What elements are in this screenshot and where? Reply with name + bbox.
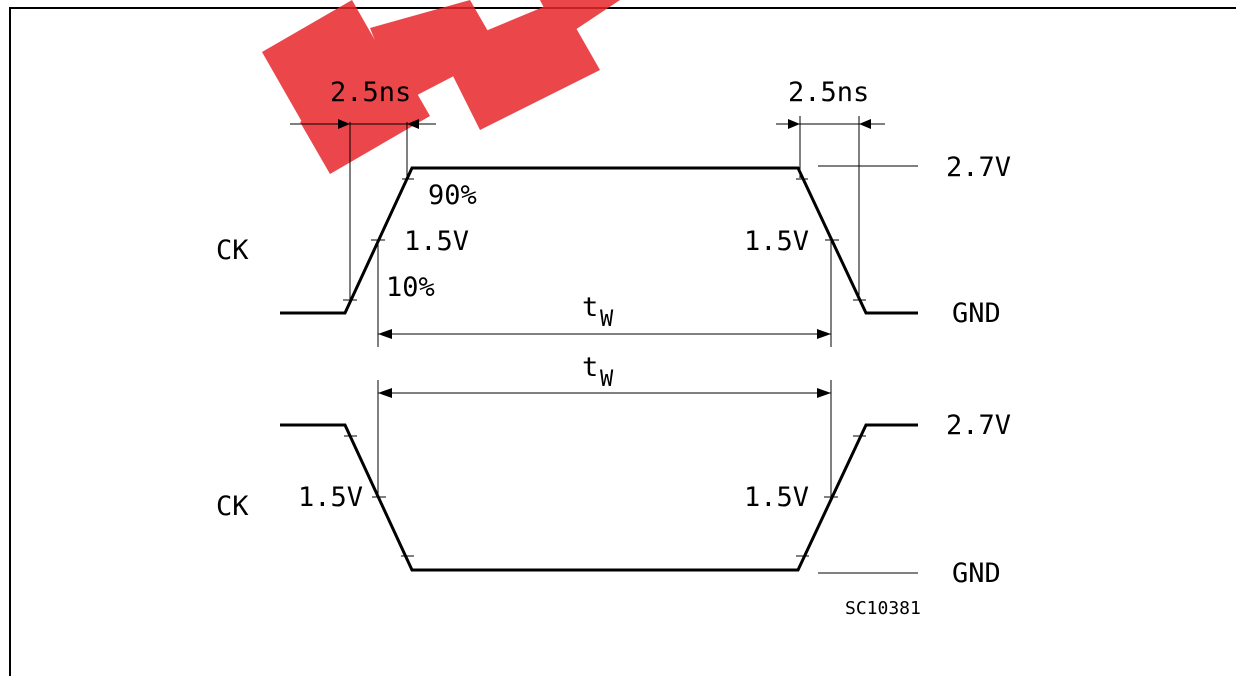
tw-arrow-left-top bbox=[378, 329, 392, 339]
bottom-low-level-label: GND bbox=[952, 558, 1001, 589]
tw-arrow-right-bottom bbox=[817, 388, 831, 398]
figure-code: SC10381 bbox=[845, 598, 921, 619]
top-threshold-right-label: 1.5V bbox=[744, 226, 809, 257]
top-ck-label: CK bbox=[216, 235, 249, 266]
top-threshold-left-label: 1.5V bbox=[404, 226, 469, 257]
bottom-tw-subscript: W bbox=[600, 367, 614, 392]
bottom-waveform: CK 2.7V GND 1.5V 1.5V t W bbox=[216, 352, 1011, 589]
pct-90-label: 90% bbox=[428, 180, 477, 211]
bottom-tw-label: t bbox=[582, 352, 598, 383]
rise-arrow-left bbox=[338, 119, 350, 129]
top-ck-trace bbox=[280, 166, 918, 315]
bottom-ck-label: CK bbox=[216, 491, 249, 522]
bottom-threshold-right-label: 1.5V bbox=[744, 482, 809, 513]
rise-arrow-right bbox=[407, 119, 419, 129]
pct-10-label: 10% bbox=[386, 272, 435, 303]
bottom-high-level-label: 2.7V bbox=[946, 410, 1011, 441]
diagram-frame bbox=[9, 7, 1236, 676]
tw-arrow-right-top bbox=[817, 329, 831, 339]
fall-arrow-right bbox=[859, 119, 871, 129]
top-tw-subscript: W bbox=[600, 307, 614, 332]
bottom-threshold-left-label: 1.5V bbox=[298, 482, 363, 513]
top-high-level-label: 2.7V bbox=[946, 152, 1011, 183]
bottom-ck-trace bbox=[280, 423, 918, 572]
rise-time-label: 2.5ns bbox=[330, 77, 411, 108]
tw-arrow-left-bottom bbox=[378, 388, 392, 398]
top-waveform: CK 2.5ns 2.5ns 2.7V GND 90% 10% 1.5V 1.5… bbox=[216, 77, 1011, 347]
fall-time-label: 2.5ns bbox=[788, 77, 869, 108]
top-tw-label: t bbox=[582, 292, 598, 323]
watermark-logo bbox=[262, 0, 620, 174]
fall-arrow-left bbox=[788, 119, 800, 129]
top-low-level-label: GND bbox=[952, 298, 1001, 329]
